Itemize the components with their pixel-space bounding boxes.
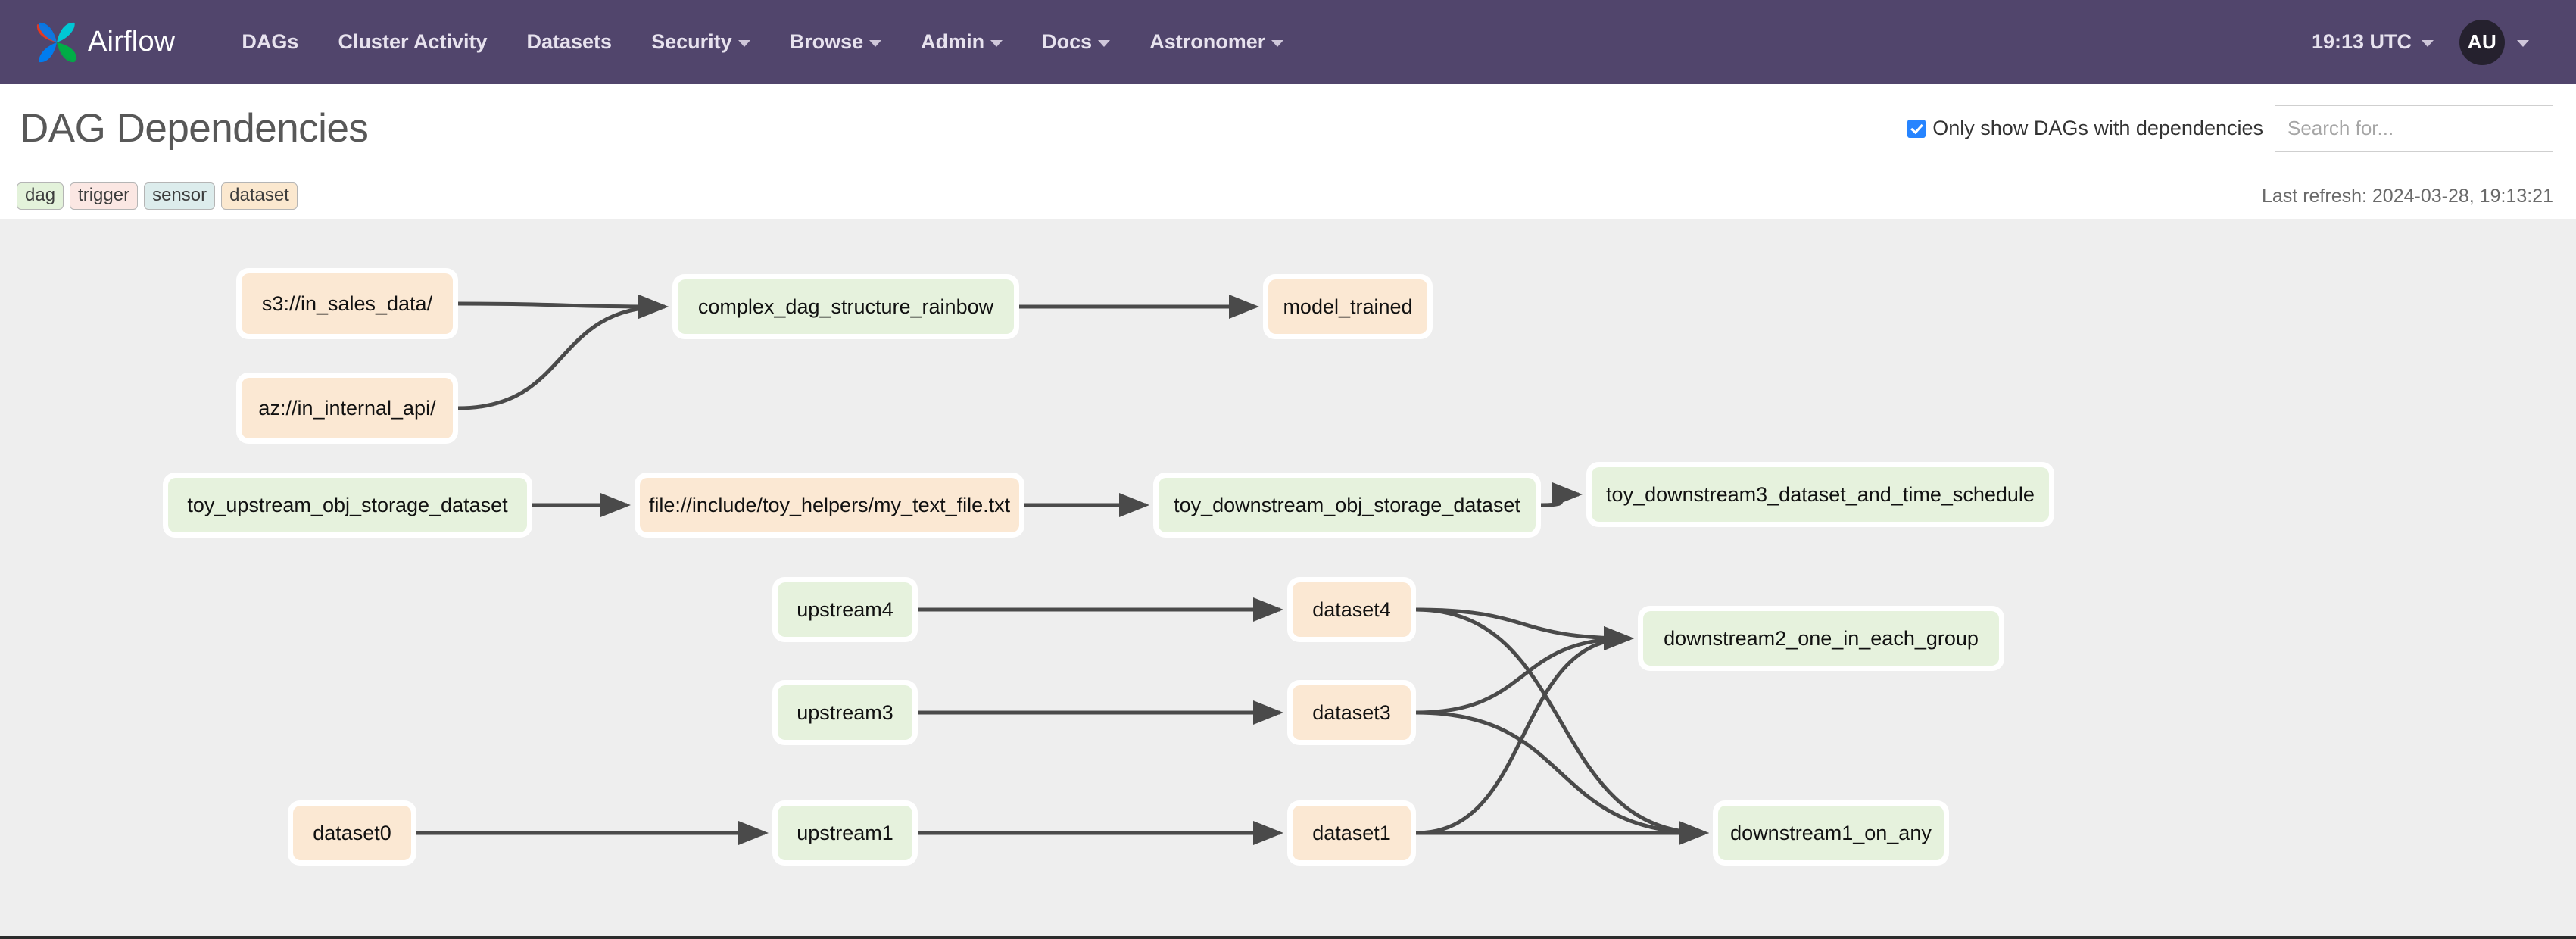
nav-label: Astronomer bbox=[1149, 30, 1266, 53]
graph-node-label: downstream2_one_in_each_group bbox=[1643, 611, 1999, 666]
graph-node-label: complex_dag_structure_rainbow bbox=[678, 279, 1014, 334]
legend-bar: dag trigger sensor dataset Last refresh:… bbox=[0, 173, 2576, 219]
nav-item-dags[interactable]: DAGs bbox=[222, 30, 318, 54]
graph-node-label: file://include/toy_helpers/my_text_file.… bbox=[640, 478, 1019, 532]
nav-label: Browse bbox=[789, 30, 864, 53]
legend-chip-dataset[interactable]: dataset bbox=[221, 182, 298, 211]
nav-item-docs[interactable]: Docs bbox=[1022, 30, 1130, 54]
graph-node-toy_downstream_obj[interactable]: toy_downstream_obj_storage_dataset bbox=[1153, 473, 1541, 538]
graph-edge bbox=[457, 294, 669, 319]
graph-node-dataset3[interactable]: dataset3 bbox=[1287, 680, 1416, 745]
graph-node-label: toy_downstream_obj_storage_dataset bbox=[1159, 478, 1536, 532]
graph-node-label: s3://in_sales_data/ bbox=[242, 273, 453, 334]
graph-node-toy_upstream_obj[interactable]: toy_upstream_obj_storage_dataset bbox=[163, 473, 532, 538]
header-controls: Only show DAGs with dependencies bbox=[1907, 105, 2553, 152]
graph-edge bbox=[1415, 626, 1634, 835]
graph-node-toy_helpers_file[interactable]: file://include/toy_helpers/my_text_file.… bbox=[635, 473, 1024, 538]
last-refresh-label: Last refresh: 2024-03-28, 19:13:21 bbox=[2262, 185, 2553, 207]
graph-node-label: toy_downstream3_dataset_and_time_schedul… bbox=[1592, 467, 2049, 522]
graph-edges bbox=[416, 294, 1709, 845]
nav-label: Datasets bbox=[526, 30, 613, 53]
nav-label: Cluster Activity bbox=[338, 30, 488, 53]
chevron-down-icon bbox=[2422, 40, 2434, 47]
graph-node-upstream1[interactable]: upstream1 bbox=[772, 800, 918, 866]
graph-node-dataset0[interactable]: dataset0 bbox=[288, 800, 416, 866]
graph-edge bbox=[1415, 626, 1634, 715]
chevron-down-icon bbox=[1098, 40, 1111, 47]
nav-label: DAGs bbox=[242, 30, 299, 53]
graph-edge bbox=[1415, 607, 1634, 650]
graph-node-label: upstream4 bbox=[778, 582, 912, 637]
nav-item-admin[interactable]: Admin bbox=[901, 30, 1022, 54]
nav-label: Security bbox=[651, 30, 732, 53]
graph-node-label: az://in_internal_api/ bbox=[242, 378, 453, 438]
graph-node-downstream2[interactable]: downstream2_one_in_each_group bbox=[1638, 606, 2004, 671]
graph-node-upstream3[interactable]: upstream3 bbox=[772, 680, 918, 745]
graph-edge bbox=[457, 295, 669, 410]
timezone-selector[interactable]: 19:13 UTC bbox=[2312, 30, 2434, 54]
avatar: AU bbox=[2459, 19, 2505, 65]
chevron-down-icon bbox=[869, 40, 882, 47]
graph-node-toy_downstream3[interactable]: toy_downstream3_dataset_and_time_schedul… bbox=[1586, 462, 2054, 527]
graph-edge bbox=[1415, 710, 1709, 845]
graph-node-label: upstream3 bbox=[778, 685, 912, 740]
graph-node-s3_in_sales_data[interactable]: s3://in_sales_data/ bbox=[236, 268, 458, 339]
checkbox-icon[interactable] bbox=[1907, 119, 1926, 138]
only-show-dags-with-dependencies-checkbox[interactable]: Only show DAGs with dependencies bbox=[1907, 117, 2263, 140]
nav-item-cluster-activity[interactable]: Cluster Activity bbox=[318, 30, 507, 54]
top-navbar: Airflow DAGs Cluster Activity Datasets S… bbox=[0, 0, 2576, 84]
checkbox-label: Only show DAGs with dependencies bbox=[1932, 117, 2263, 139]
page-header: DAG Dependencies Only show DAGs with dep… bbox=[0, 84, 2576, 173]
page-title: DAG Dependencies bbox=[20, 106, 369, 151]
legend-chip-sensor[interactable]: sensor bbox=[144, 182, 216, 211]
graph-node-label: dataset1 bbox=[1293, 806, 1411, 860]
chevron-down-icon bbox=[1271, 40, 1284, 47]
chevron-down-icon bbox=[738, 40, 750, 47]
nav-item-datasets[interactable]: Datasets bbox=[507, 30, 632, 54]
graph-edge bbox=[1540, 482, 1583, 507]
graph-node-label: model_trained bbox=[1268, 279, 1427, 334]
graph-node-label: upstream1 bbox=[778, 806, 912, 860]
legend-chip-trigger[interactable]: trigger bbox=[70, 182, 139, 211]
dag-dependency-graph[interactable]: s3://in_sales_data/complex_dag_structure… bbox=[0, 219, 2576, 939]
nav-label: Docs bbox=[1042, 30, 1093, 53]
graph-node-label: dataset3 bbox=[1293, 685, 1411, 740]
graph-node-downstream1[interactable]: downstream1_on_any bbox=[1713, 800, 1949, 866]
nav-item-browse[interactable]: Browse bbox=[770, 30, 902, 54]
graph-node-az_in_internal_api[interactable]: az://in_internal_api/ bbox=[236, 373, 458, 444]
nav-item-security[interactable]: Security bbox=[632, 30, 770, 54]
graph-node-upstream4[interactable]: upstream4 bbox=[772, 577, 918, 642]
user-menu[interactable]: AU bbox=[2459, 19, 2529, 65]
chevron-down-icon bbox=[990, 40, 1003, 47]
graph-edge bbox=[1415, 607, 1709, 845]
graph-node-label: dataset4 bbox=[1293, 582, 1411, 637]
legend-chips: dag trigger sensor dataset bbox=[17, 182, 298, 211]
graph-node-dataset4[interactable]: dataset4 bbox=[1287, 577, 1416, 642]
brand-name: Airflow bbox=[88, 26, 176, 58]
legend-chip-dag[interactable]: dag bbox=[17, 182, 64, 211]
brand-logo-link[interactable]: Airflow bbox=[33, 19, 175, 66]
graph-node-model_trained[interactable]: model_trained bbox=[1263, 274, 1433, 339]
chevron-down-icon bbox=[2517, 40, 2529, 47]
graph-node-label: toy_upstream_obj_storage_dataset bbox=[168, 478, 527, 532]
nav-label: Admin bbox=[921, 30, 985, 53]
airflow-pinwheel-icon bbox=[33, 19, 80, 66]
graph-node-dataset1[interactable]: dataset1 bbox=[1287, 800, 1416, 866]
timezone-label: 19:13 UTC bbox=[2311, 30, 2412, 53]
nav-links: DAGs Cluster Activity Datasets Security … bbox=[222, 30, 1303, 54]
graph-node-label: downstream1_on_any bbox=[1718, 806, 1944, 860]
search-input[interactable] bbox=[2275, 105, 2553, 152]
nav-item-astronomer[interactable]: Astronomer bbox=[1130, 30, 1303, 54]
graph-node-complex_dag[interactable]: complex_dag_structure_rainbow bbox=[672, 274, 1019, 339]
navbar-right: 19:13 UTC AU bbox=[2312, 19, 2546, 65]
graph-node-label: dataset0 bbox=[293, 806, 411, 860]
